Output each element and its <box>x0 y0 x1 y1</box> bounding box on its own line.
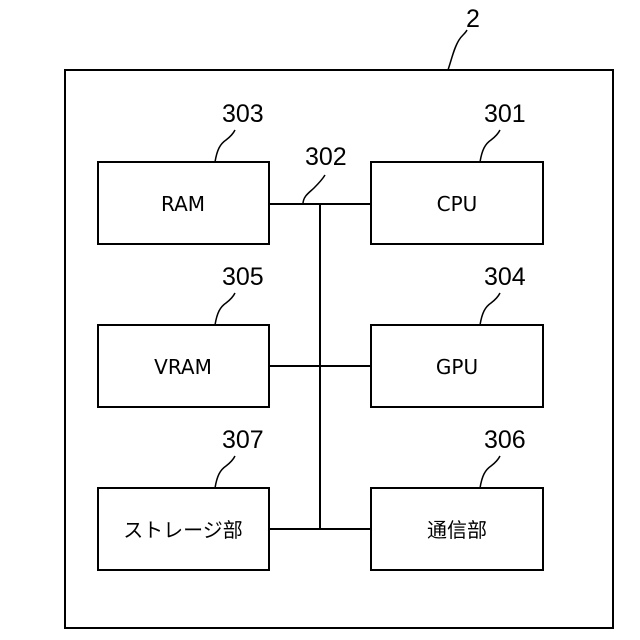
vram-ref-label: 305 <box>222 263 264 291</box>
vram-leader-line <box>215 293 235 325</box>
device-ref-label: 2 <box>466 5 480 33</box>
communication-leader-line <box>480 456 500 488</box>
vram-label: VRAM <box>154 355 212 379</box>
cpu-label: CPU <box>437 192 478 216</box>
bus-leader-line <box>303 175 325 204</box>
gpu-leader-line <box>480 293 500 325</box>
gpu-block: GPU 304 <box>371 263 543 407</box>
vram-block: VRAM 305 <box>98 263 269 407</box>
ram-leader-line <box>215 130 235 162</box>
cpu-block: CPU 301 <box>371 100 543 244</box>
cpu-ref-label: 301 <box>484 100 526 128</box>
cpu-leader-line <box>480 130 500 162</box>
bus-lines <box>269 204 371 529</box>
gpu-ref-label: 304 <box>484 263 526 291</box>
storage-ref-label: 307 <box>222 426 264 454</box>
ram-label: RAM <box>161 192 205 216</box>
bus-ref-label: 302 <box>305 143 347 171</box>
communication-block: 通信部 306 <box>371 426 543 570</box>
storage-leader-line <box>215 456 235 488</box>
gpu-label: GPU <box>436 355 478 379</box>
storage-label: ストレージ部 <box>123 518 243 542</box>
device-leader-line <box>448 30 467 70</box>
ram-ref-label: 303 <box>222 100 264 128</box>
communication-label: 通信部 <box>427 518 487 542</box>
ram-block: RAM 303 <box>98 100 269 244</box>
communication-ref-label: 306 <box>484 426 526 454</box>
storage-block: ストレージ部 307 <box>98 426 269 570</box>
